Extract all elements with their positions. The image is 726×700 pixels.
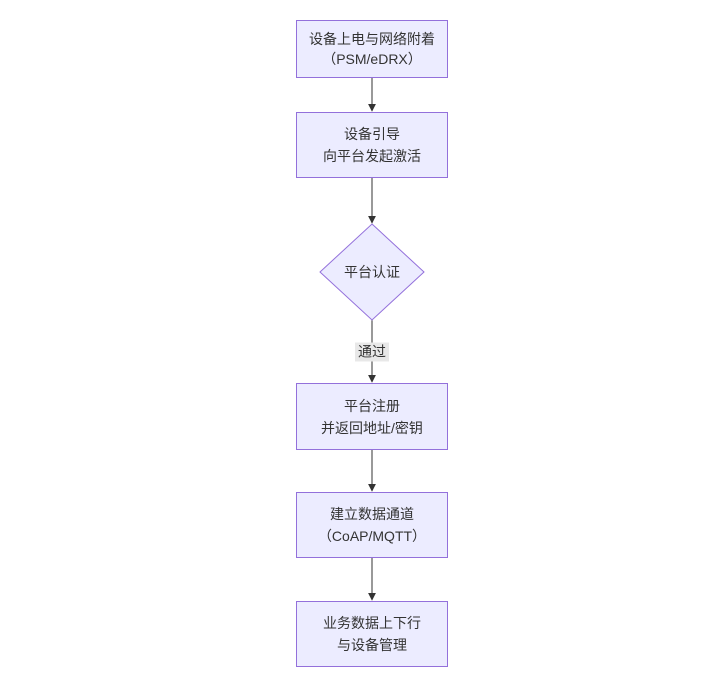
node-text-line: 向平台发起激活 bbox=[323, 148, 421, 164]
node-text-line: 设备引导 bbox=[344, 126, 400, 142]
edge-label-pass: 通过 bbox=[355, 342, 389, 362]
node-text-line: 业务数据上下行 bbox=[323, 615, 421, 631]
node-data-channel: 建立数据通道 （CoAP/MQTT） bbox=[296, 492, 448, 558]
decision-diamond-shape bbox=[319, 223, 425, 321]
node-text-line: （CoAP/MQTT） bbox=[317, 528, 427, 544]
node-text-line: 平台注册 bbox=[344, 397, 400, 414]
node-text-line: 与设备管理 bbox=[337, 637, 407, 653]
node-platform-register: 平台注册 并返回地址/密钥 bbox=[296, 383, 448, 450]
node-text-line: 设备上电与网络附着 bbox=[309, 31, 435, 47]
node-text-line: 并返回地址/密钥 bbox=[321, 419, 423, 436]
node-device-bootstrap: 设备引导 向平台发起激活 bbox=[296, 112, 448, 178]
node-power-on-network-attach: 设备上电与网络附着 （PSM/eDRX） bbox=[296, 20, 448, 78]
node-text-line: （PSM/eDRX） bbox=[322, 51, 422, 67]
node-business-data-management: 业务数据上下行 与设备管理 bbox=[296, 601, 448, 667]
node-text-line: 建立数据通道 bbox=[330, 506, 414, 522]
node-platform-auth-label: 平台认证 bbox=[344, 264, 400, 280]
